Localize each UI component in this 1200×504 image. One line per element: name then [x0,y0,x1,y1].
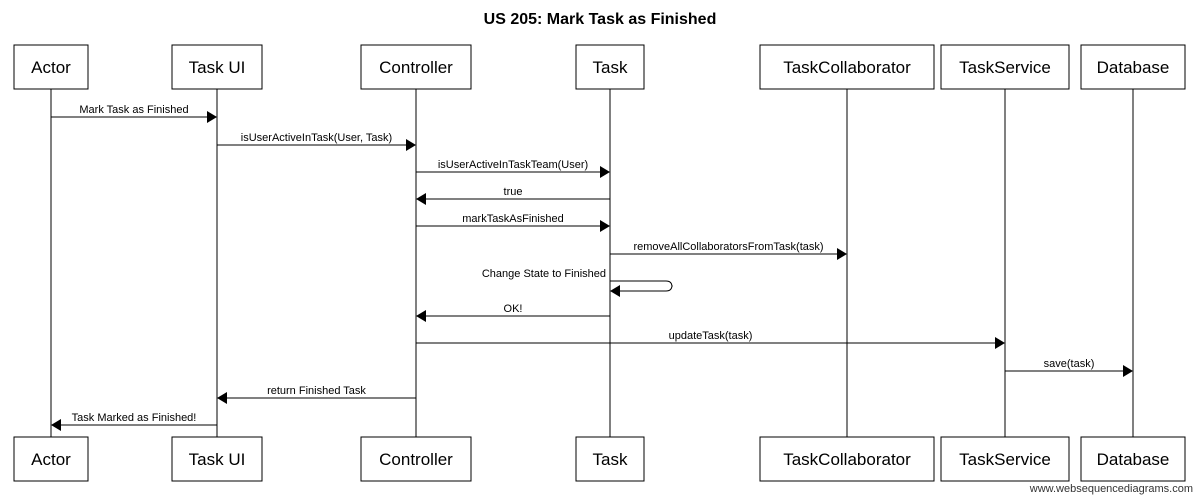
message-label: OK! [504,303,523,315]
participant-label: Task UI [189,58,246,77]
participant-box [360,436,472,482]
arrow-head [1123,365,1133,377]
participant-box [1080,44,1186,90]
participant-label: TaskCollaborator [783,58,911,77]
participant-task-top: Task [575,44,645,90]
participant-box [1080,436,1186,482]
participant-label: Task [593,58,628,77]
message-2: isUserActiveInTask(User, Task) [217,132,416,151]
diagram-title: US 205: Mark Task as Finished [484,11,717,28]
participant-box [13,436,89,482]
participant-task-ui-top: Task UI [171,44,263,90]
message-label: removeAllCollaboratorsFromTask(task) [633,241,823,253]
participant-box [171,44,263,90]
arrow-head [837,248,847,260]
message-7: Change State to Finished [482,268,673,297]
message-11: return Finished Task [217,385,416,404]
participant-box [575,436,645,482]
participant-actor-top: Actor [13,44,89,90]
participant-taskservice-bottom: TaskService [940,436,1070,482]
message-6: removeAllCollaboratorsFromTask(task) [610,241,847,260]
participant-box [759,44,935,90]
participant-controller-top: Controller [360,44,472,90]
message-label: markTaskAsFinished [462,213,563,225]
message-12: Task Marked as Finished! [51,412,217,431]
participant-taskcollaborator-bottom: TaskCollaborator [759,436,935,482]
participant-label: TaskService [959,450,1051,469]
participant-box [759,436,935,482]
participant-label: Actor [31,58,71,77]
participant-label: Task UI [189,450,246,469]
arrow-head [600,166,610,178]
message-label: isUserActiveInTaskTeam(User) [438,159,588,171]
message-label: updateTask(task) [669,330,753,342]
messages: Mark Task as Finished isUserActiveInTask(… [51,104,1133,431]
message-9: updateTask(task) [416,330,1005,349]
participant-task-ui-bottom: Task UI [171,436,263,482]
participant-label: TaskCollaborator [783,450,911,469]
participant-actor-bottom: Actor [13,436,89,482]
participant-label: Actor [31,450,71,469]
participant-box [575,44,645,90]
participant-box [171,436,263,482]
message-label: Change State to Finished [482,268,606,280]
arrow-head [416,310,426,322]
participant-taskservice-top: TaskService [940,44,1070,90]
message-1: Mark Task as Finished [51,104,217,123]
message-label: true [504,186,523,198]
participant-label: Controller [379,450,453,469]
participant-taskcollaborator-top: TaskCollaborator [759,44,935,90]
participant-box [940,44,1070,90]
arrow-head [207,111,217,123]
message-10: save(task) [1005,358,1133,377]
arrow-head [51,419,61,431]
participant-label: Task [593,450,628,469]
participant-label: TaskService [959,58,1051,77]
arrow-head [217,392,227,404]
arrow-head [406,139,416,151]
lifelines [50,89,1134,437]
participant-box [360,44,472,90]
message-4: true [416,186,610,205]
message-line [610,280,673,292]
arrow-head [416,193,426,205]
message-8: OK! [416,303,610,322]
participant-label: Database [1097,58,1170,77]
message-label: save(task) [1044,358,1095,370]
message-label: Task Marked as Finished! [72,412,197,424]
message-3: isUserActiveInTaskTeam(User) [416,159,610,178]
participant-controller-bottom: Controller [360,436,472,482]
participant-box [13,44,89,90]
participant-box [940,436,1070,482]
participant-database-top: Database [1080,44,1186,90]
message-label: isUserActiveInTask(User, Task) [241,132,392,144]
participant-database-bottom: Database [1080,436,1186,482]
arrow-head [610,285,620,297]
message-5: markTaskAsFinished [416,213,610,232]
message-label: return Finished Task [267,385,366,397]
watermark: www.websequencediagrams.com [1029,483,1193,495]
message-label: Mark Task as Finished [79,104,188,116]
arrow-head [995,337,1005,349]
participant-label: Database [1097,450,1170,469]
participant-task-bottom: Task [575,436,645,482]
participant-label: Controller [379,58,453,77]
arrow-head [600,220,610,232]
